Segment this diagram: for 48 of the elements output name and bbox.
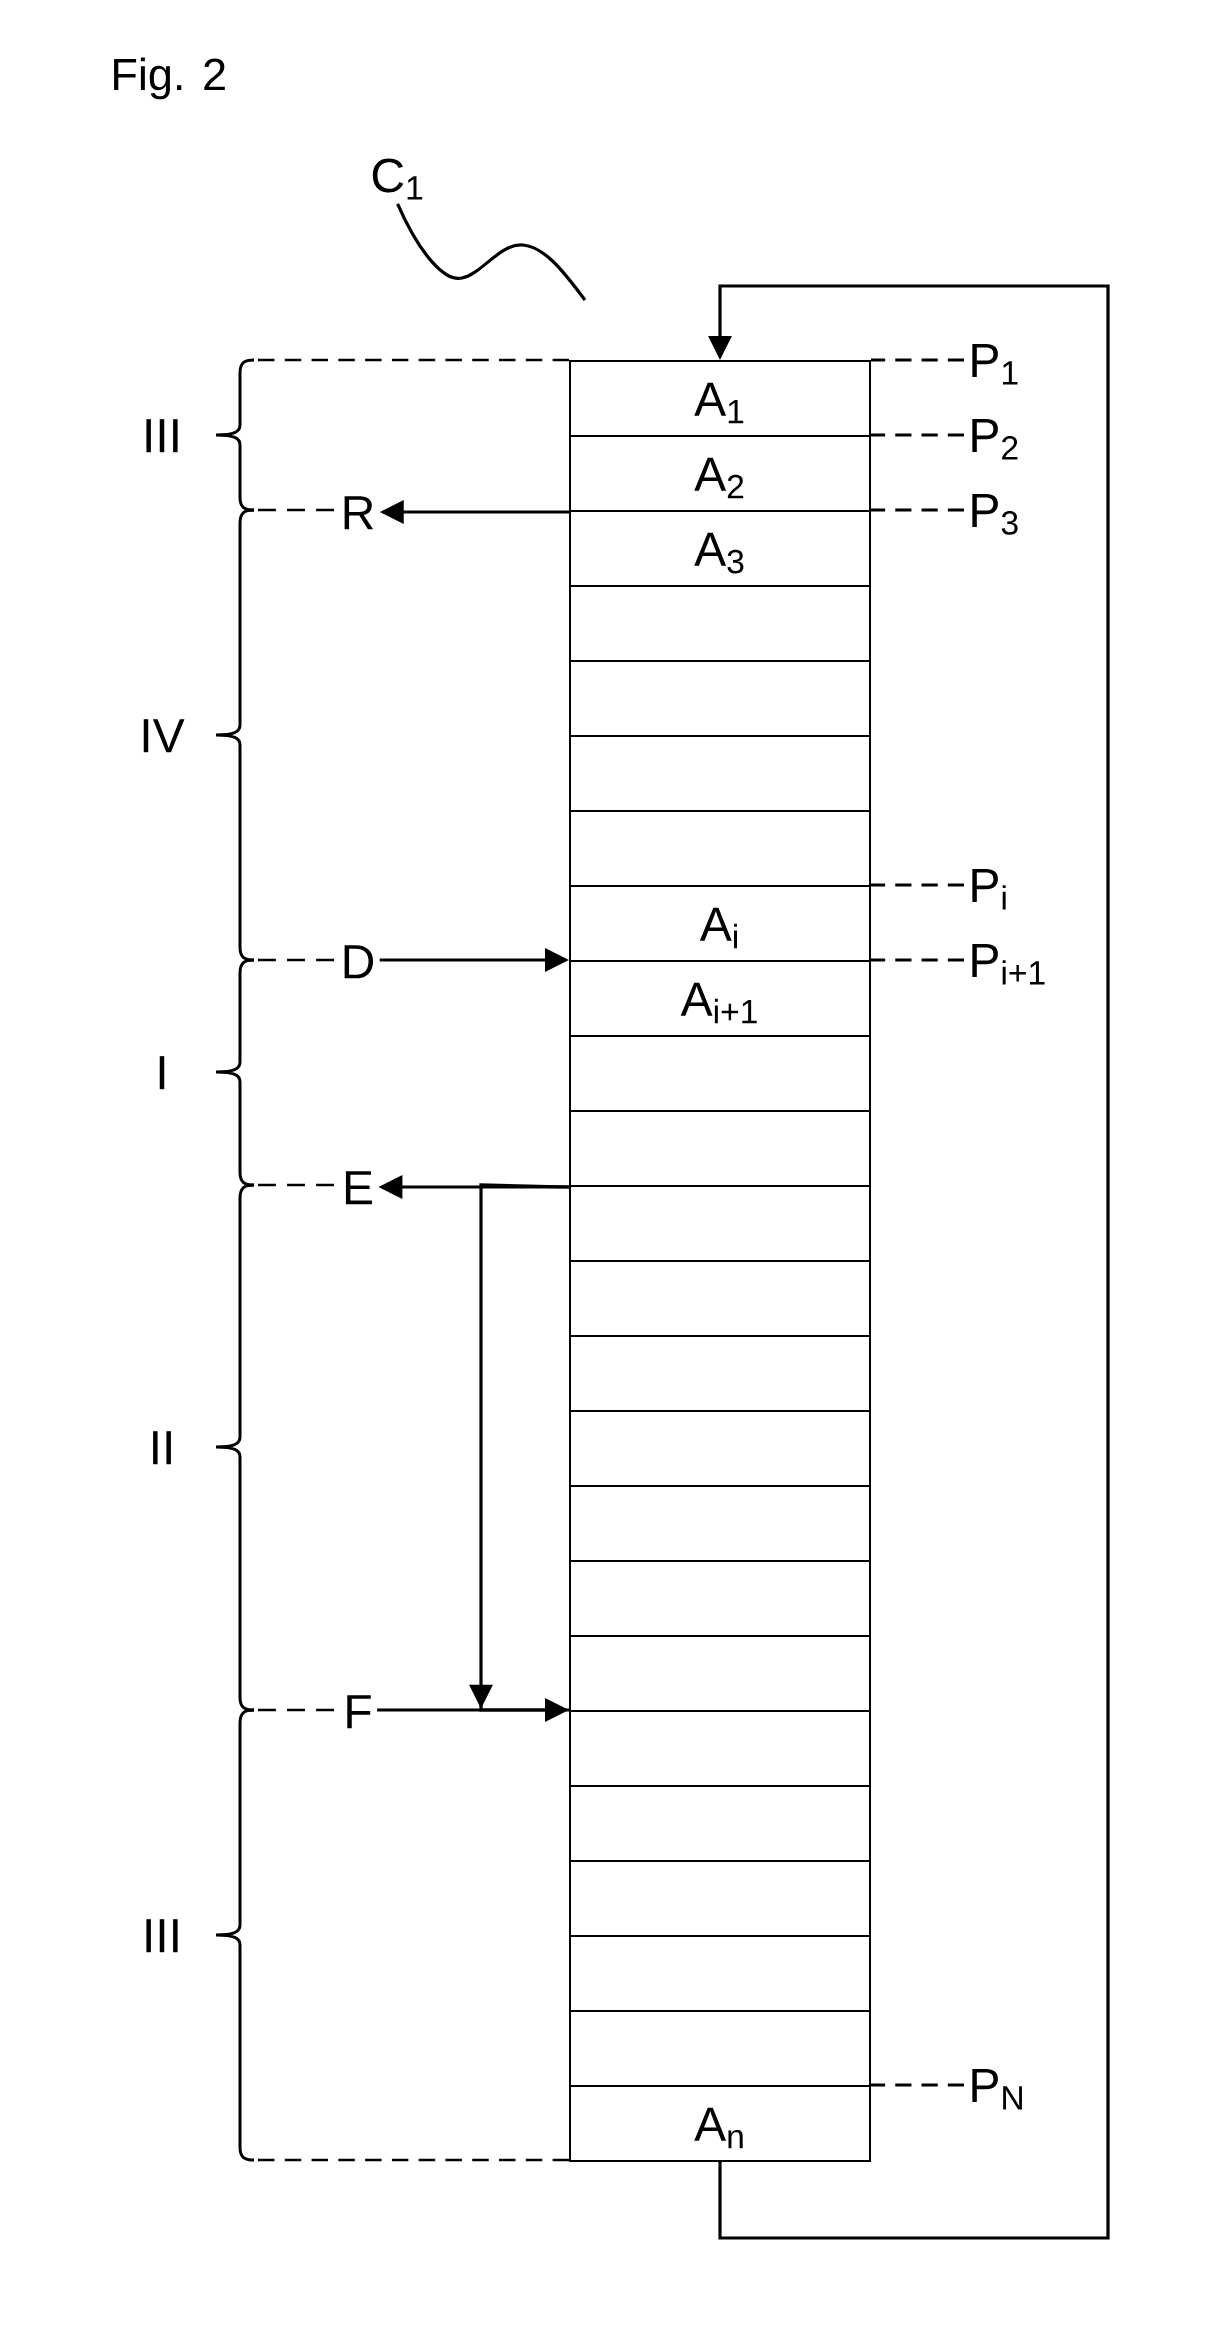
leader-line — [871, 508, 964, 512]
column-cell: A$_{i+1}$ — [569, 960, 871, 1037]
zone-label: I — [159, 1056, 165, 1090]
stream-label: E — [345, 1171, 372, 1205]
position-label: P$_{2}$ — [972, 419, 1018, 460]
column-cell — [569, 1560, 871, 1637]
stream-label: F — [347, 1695, 371, 1729]
column-cell: A$_{n}$ — [569, 2085, 871, 2162]
stream-label: D — [344, 945, 374, 979]
column-cell: A$_{1}$ — [569, 360, 871, 437]
column-cell — [569, 1335, 871, 1412]
figure-title: Fig. 2 — [114, 57, 225, 100]
position-label: P$_{i}$ — [972, 869, 1006, 910]
leader-line — [871, 2083, 964, 2087]
position-label: P$_{1}$ — [972, 344, 1018, 385]
leader-line — [871, 883, 964, 887]
leader-line — [871, 358, 964, 362]
position-label: P$_{i+1}$ — [972, 944, 1045, 985]
zone-label: IV — [143, 719, 185, 753]
stream-label: R — [344, 496, 374, 530]
column-cell: A$_{2}$ — [569, 435, 871, 512]
column-cell — [569, 1710, 871, 1787]
column-cell — [569, 1935, 871, 2012]
column-cell: A$_{3}$ — [569, 510, 871, 587]
column-cell — [569, 1785, 871, 1862]
leader-line — [396, 203, 587, 301]
zone-label: III — [146, 419, 178, 453]
column-cell — [569, 1185, 871, 1262]
column-cell — [569, 1110, 871, 1187]
column-cell: A$_{i}$ — [569, 885, 871, 962]
leader-line — [871, 958, 964, 962]
column-cell — [569, 735, 871, 812]
position-label: P$_{3}$ — [972, 494, 1018, 535]
column-cell — [569, 585, 871, 662]
column-cell — [569, 1635, 871, 1712]
column-cell — [569, 1410, 871, 1487]
column-cell — [569, 810, 871, 887]
position-label: P$_{N}$ — [972, 2069, 1022, 2110]
reference-label: C$_{1}$ — [372, 158, 423, 200]
column-cell — [569, 660, 871, 737]
zone-label: III — [146, 1919, 178, 1953]
zone-label: II — [153, 1431, 171, 1465]
column-cell — [569, 1860, 871, 1937]
column-cell — [569, 2010, 871, 2087]
column-cell — [569, 1260, 871, 1337]
column-cell — [569, 1035, 871, 1112]
column-cell — [569, 1485, 871, 1562]
leader-line — [871, 433, 964, 437]
